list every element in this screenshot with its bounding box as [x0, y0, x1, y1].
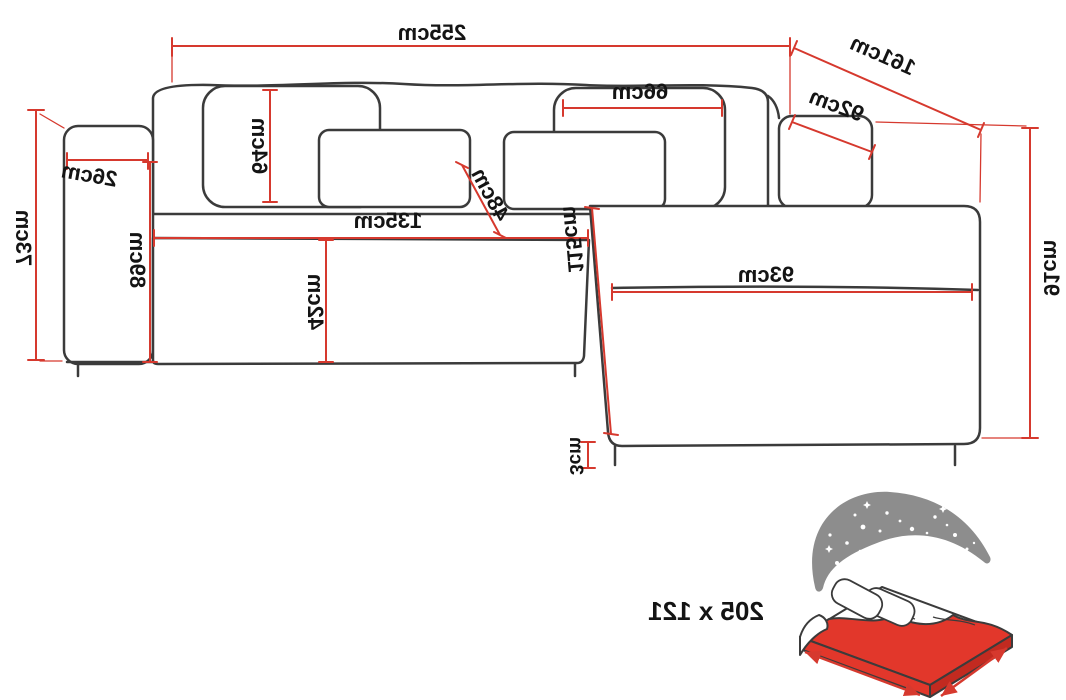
chaise-seam: [610, 285, 980, 292]
dim-line-cushion-height: [262, 89, 278, 203]
dim-ext-overall-width: [171, 49, 791, 115]
sparkle-star-icon: [863, 501, 871, 509]
dim-line-chaise-length: [584, 206, 619, 436]
dim-label-overall-diagonal: 161cm: [847, 30, 920, 80]
seat-front: [151, 236, 591, 366]
bed-pillow: [830, 578, 884, 620]
chaise-body: [588, 204, 982, 448]
dimension-lines: [27, 37, 1039, 469]
sofa-legs: [76, 362, 957, 467]
dim-line-back-height: [27, 109, 45, 361]
dim-label-chaise-length: 115cm: [558, 205, 589, 274]
sparkle-star-icon: [939, 505, 947, 513]
chaise-armrest: [777, 114, 874, 210]
dim-label-chaise-width: 93cm: [738, 262, 794, 287]
dim-line-total-height: [1021, 127, 1039, 439]
dim-label-armrest-height: 89cm: [125, 232, 150, 288]
sleeping-function-icon: [799, 491, 1013, 698]
dim-label-seat-height: 42cm: [303, 274, 328, 330]
dim-line-seat-width: [153, 229, 589, 247]
dim-label-overall-width: 255cm: [398, 20, 467, 45]
sofa-back-corner-seam: [766, 94, 781, 120]
dim-line-corner-back: [788, 114, 876, 160]
dim-ext-overall-diagonal: [979, 133, 982, 203]
dim-ext-total-height: [875, 121, 1027, 439]
dim-label-back-height: 73cm: [11, 210, 36, 266]
sparkle-star-icon: [955, 555, 963, 563]
dim-line-leg-height: [580, 441, 596, 469]
dim-label-back-cushion-width: 66cm: [612, 79, 668, 104]
dim-line-cushion-width: [562, 99, 723, 117]
dim-line-armrest-height: [142, 161, 158, 363]
dim-line-overall-width: [171, 37, 791, 57]
dim-line-chaise-width: [611, 283, 973, 301]
bed-blanket: [799, 614, 1013, 686]
sparkle-star-icon: [825, 545, 833, 553]
dim-label-seat-width: 135cm: [354, 208, 423, 233]
sofa-outline: [62, 81, 982, 467]
dim-label-leg-height: 3cm: [565, 437, 586, 475]
bed-size-label: 205 x 121: [648, 596, 764, 626]
stars-decoration: [825, 501, 976, 565]
dim-ext-back-height: [39, 113, 65, 362]
dim-label-total-height: 91cm: [1039, 240, 1064, 296]
lumbar-cushion-right: [317, 128, 472, 209]
lumbar-cushion-left: [502, 130, 667, 211]
bed-sheet-drape: [799, 614, 829, 656]
bed-width-arrow: [940, 646, 1008, 698]
dim-line-seat-height: [318, 239, 334, 363]
bed-headboard-swoosh: [812, 491, 991, 592]
bed-length-arrow: [804, 650, 921, 697]
dim-line-seat-depth: [455, 161, 507, 239]
dim-label-back-cushion-height: 64cm: [247, 118, 272, 174]
mirrored-scene: 255cm 161cm 92cm 66cm 64cm 26cm 73cm 89c…: [11, 20, 1064, 698]
